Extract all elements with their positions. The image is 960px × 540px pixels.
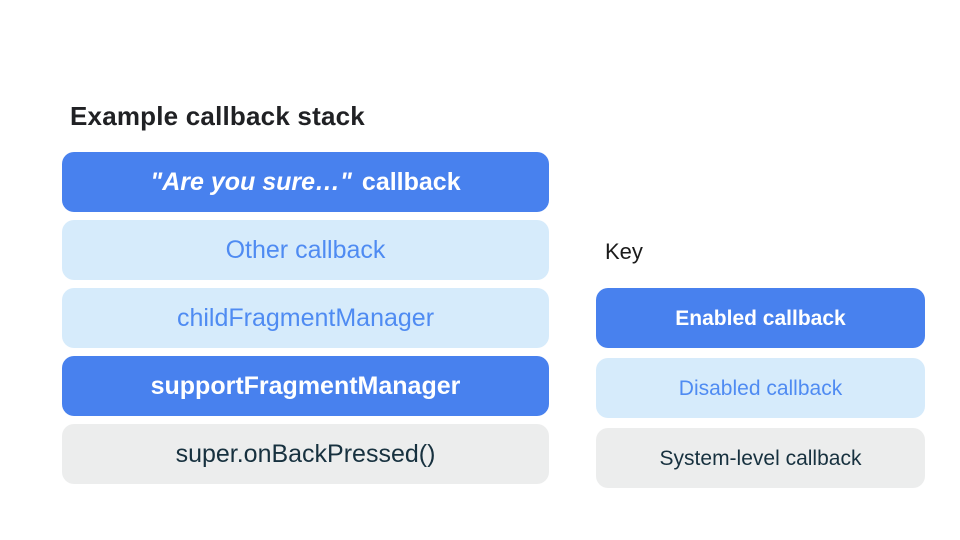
stack-item-child-fragment-manager: childFragmentManager [62, 288, 549, 348]
stack-item-are-you-sure-callback: "Are you sure…" callback [62, 152, 549, 212]
key-item-enabled-callback: Enabled callback [596, 288, 925, 348]
stack-item-other-callback: Other callback [62, 220, 549, 280]
stack-item-support-fragment-manager: supportFragmentManager [62, 356, 549, 416]
stack-item-super-on-back-pressed: super.onBackPressed() [62, 424, 549, 484]
stack-title: Example callback stack [70, 101, 365, 131]
key-legend: Enabled callback Disabled callback Syste… [596, 288, 925, 488]
key-title: Key [605, 239, 643, 264]
stack-item-label-rest: callback [361, 167, 461, 196]
callback-stack: "Are you sure…" callback Other callback … [62, 152, 549, 484]
key-item-disabled-callback: Disabled callback [596, 358, 925, 418]
key-item-system-level-callback: System-level callback [596, 428, 925, 488]
stack-item-label-italic: "Are you sure…" [150, 167, 352, 196]
